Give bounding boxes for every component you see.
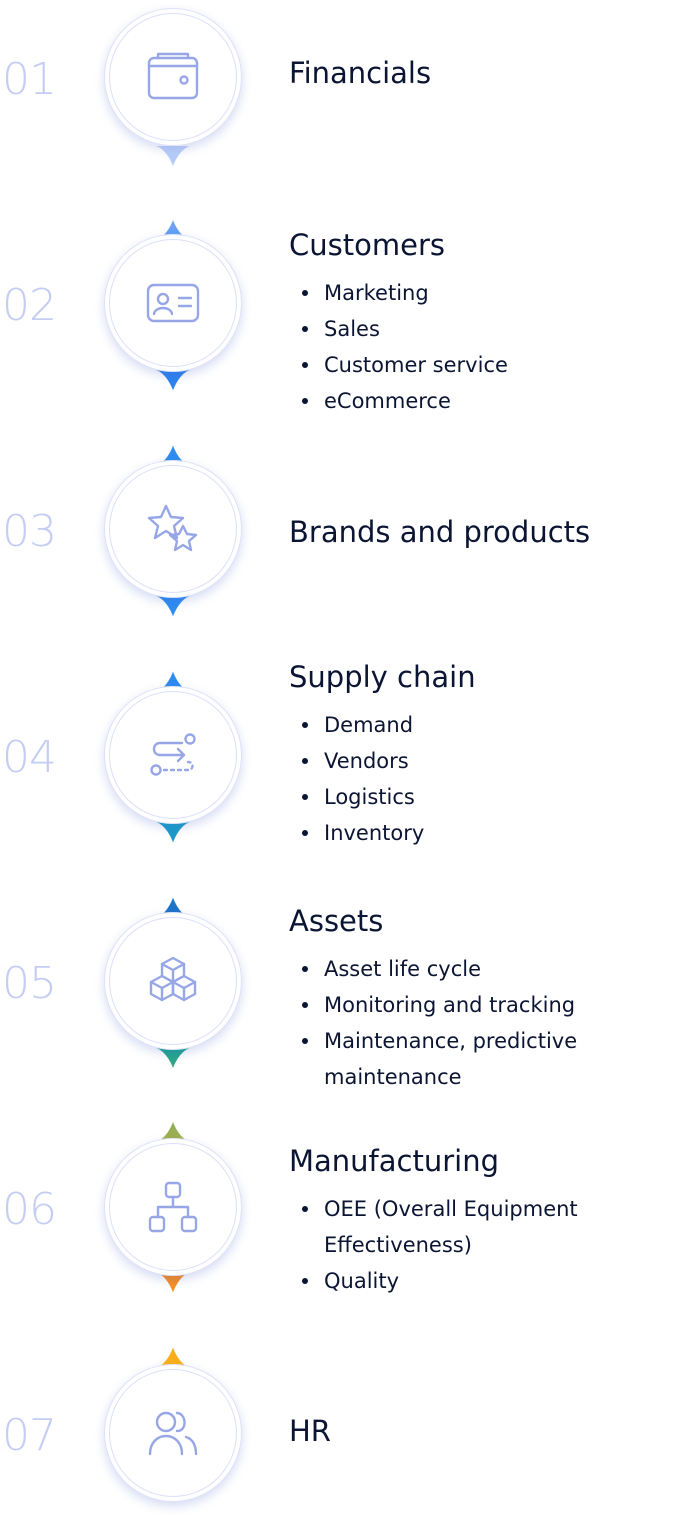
step-title: Customers: [289, 228, 445, 262]
step-item-list: Asset life cycle Monitoring and tracking…: [300, 951, 680, 1095]
hierarchy-icon: [148, 1181, 198, 1233]
list-item: Logistics: [300, 779, 680, 815]
route-icon: [150, 733, 196, 776]
step-number: 04: [2, 732, 57, 783]
users-icon: [148, 1411, 198, 1456]
connector-6-7: [150, 1272, 196, 1368]
step-item-list: Marketing Sales Customer service eCommer…: [300, 275, 680, 419]
step-number: 03: [2, 506, 57, 557]
step-title: Financials: [289, 56, 432, 90]
step-title: Assets: [289, 904, 384, 938]
step-node: [104, 686, 242, 824]
list-item: Maintenance, predictive maintenance: [300, 1023, 604, 1095]
list-item: eCommerce: [300, 383, 680, 419]
list-item: Customer service: [300, 347, 680, 383]
step-title: Manufacturing: [289, 1144, 499, 1178]
step-number: 02: [2, 280, 57, 331]
list-item: Quality: [300, 1263, 680, 1299]
step-title: Supply chain: [289, 660, 476, 694]
step-number: 05: [2, 958, 57, 1009]
list-item: Inventory: [300, 815, 680, 851]
step-number: 07: [2, 1410, 57, 1461]
step-node: [104, 912, 242, 1050]
step-item-list: Demand Vendors Logistics Inventory: [300, 707, 680, 851]
step-node: [104, 1138, 242, 1276]
step-title: Brands and products: [289, 515, 591, 549]
connector-5-6: [150, 1048, 196, 1142]
list-item: Monitoring and tracking: [300, 987, 680, 1023]
step-node: [104, 8, 242, 146]
id-card-icon: [146, 283, 200, 323]
list-item: OEE (Overall Equipment Effectiveness): [300, 1191, 604, 1263]
list-item: Asset life cycle: [300, 951, 680, 987]
step-item-list: OEE (Overall Equipment Effectiveness) Qu…: [300, 1191, 680, 1299]
connector-4-5: [150, 822, 196, 918]
stars-icon: [147, 504, 198, 552]
step-node: [104, 1364, 242, 1502]
list-item: Demand: [300, 707, 680, 743]
step-number: 06: [2, 1184, 57, 1235]
connector-1-2: [150, 146, 196, 240]
list-item: Marketing: [300, 275, 680, 311]
connector-2-3: [150, 370, 196, 466]
list-item: Vendors: [300, 743, 680, 779]
step-title: HR: [289, 1414, 331, 1448]
list-item: Sales: [300, 311, 680, 347]
connector-3-4: [150, 596, 196, 692]
step-number: 01: [2, 54, 57, 105]
step-node: [104, 234, 242, 372]
boxes-icon: [149, 956, 197, 1002]
step-node: [104, 460, 242, 598]
wallet-icon: [147, 52, 199, 100]
